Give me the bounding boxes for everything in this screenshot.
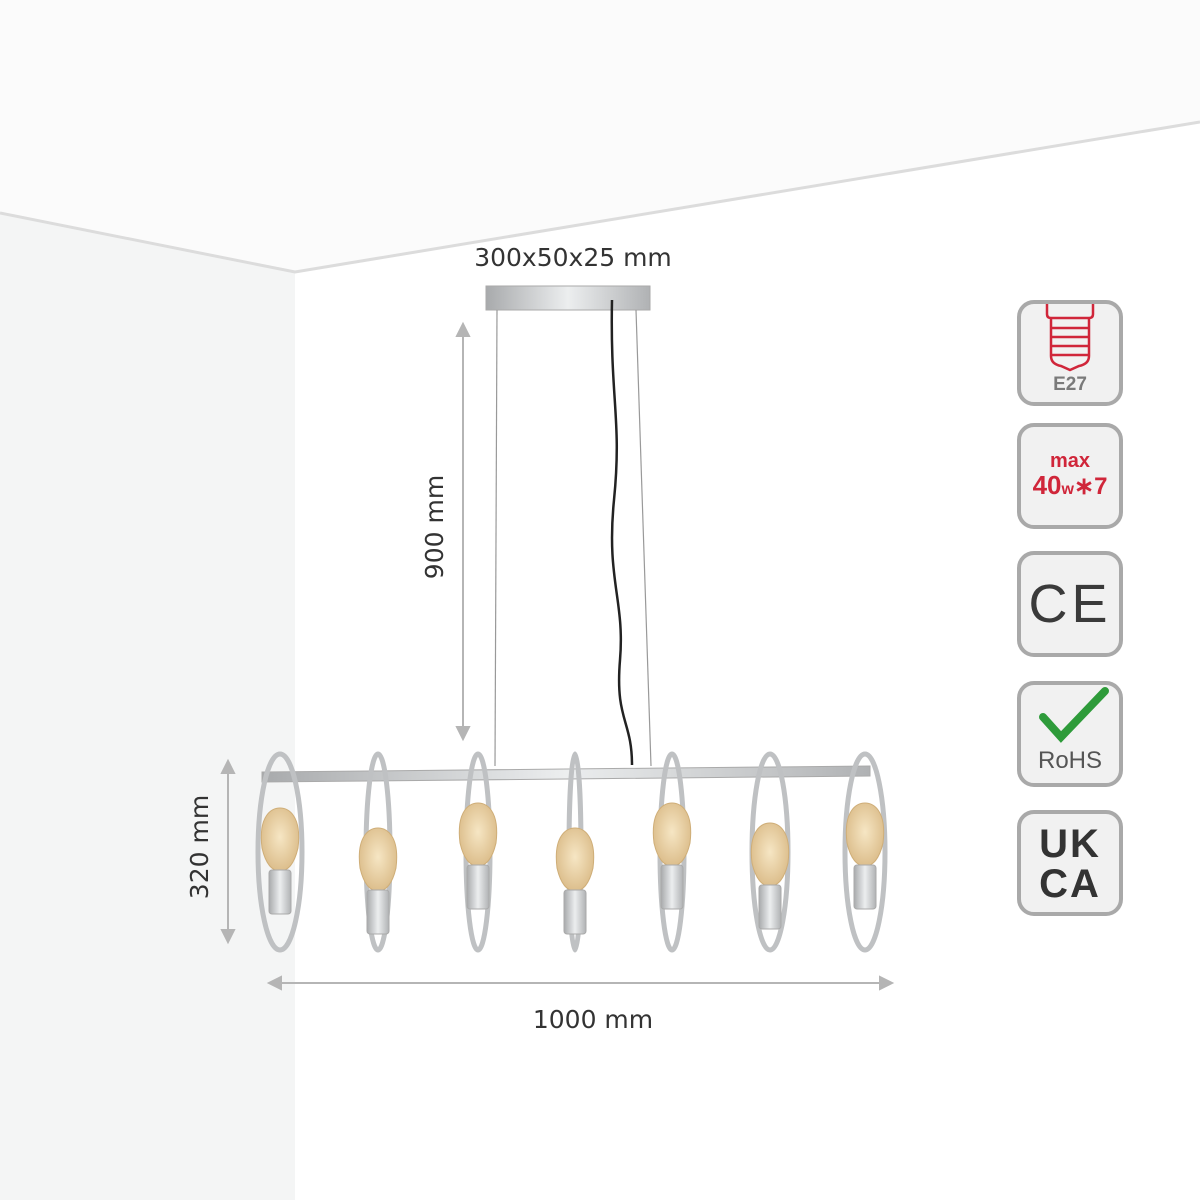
lamp-holder [563, 889, 587, 935]
pendant-lamp [652, 751, 692, 953]
canopy-dimension-label: 300x50x25 mm [474, 243, 672, 272]
lamp-holder [758, 884, 782, 930]
wattage-max: max [1049, 450, 1091, 472]
arrowhead [220, 929, 236, 945]
bulb [555, 827, 595, 893]
lamp-holder [660, 864, 684, 910]
wattage-number: 40 [1032, 470, 1062, 500]
pendant-lamp [749, 751, 791, 953]
arrowhead [455, 726, 471, 742]
ukca-badge: UK CA [1017, 810, 1123, 916]
ukca-line2: CA [1039, 862, 1101, 906]
pendant-lamp [255, 751, 305, 953]
bulb [358, 827, 398, 893]
canopy [485, 285, 651, 311]
wattage-unit: w [1061, 481, 1074, 498]
power-cable [610, 299, 634, 766]
ce-badge: CE [1017, 551, 1123, 657]
suspension-wire-left [494, 309, 498, 767]
bulb [750, 822, 790, 888]
bulb [458, 802, 498, 868]
ce-mark: CE [1028, 574, 1112, 634]
rohs-badge: RoHS [1017, 681, 1123, 787]
bulb [845, 802, 885, 868]
arrowhead [879, 975, 895, 991]
drop-dimension-label: 900 mm [420, 475, 449, 579]
lamp-holder [268, 869, 292, 915]
wattage-badge: max 40w∗7 [1017, 423, 1123, 529]
socket-label: E27 [1053, 374, 1087, 395]
arrowhead [266, 975, 282, 991]
arrowhead [455, 321, 471, 337]
bulb-multiplier: ∗7 [1073, 473, 1108, 500]
checkmark-icon [1039, 687, 1109, 743]
ring [842, 751, 888, 953]
arrowhead [220, 758, 236, 774]
bulb-base-icon [1045, 304, 1095, 372]
suspension-wire-right [635, 309, 652, 767]
pendant-lamp [358, 751, 398, 953]
e27-socket-badge: E27 [1017, 300, 1123, 406]
pendant-lamp [555, 751, 595, 953]
bulb [260, 807, 300, 873]
lamp-holder [366, 889, 390, 935]
rohs-label: RoHS [1037, 747, 1103, 774]
lamp-holder [853, 864, 877, 910]
lamp-holder [466, 864, 490, 910]
bulb [652, 802, 692, 868]
ring [255, 751, 305, 953]
height-dimension-label: 320 mm [185, 795, 214, 899]
pendant-lamp [458, 751, 498, 953]
ceiling-edge [0, 120, 1200, 274]
left-wall [0, 213, 295, 1200]
ceiling [0, 0, 1200, 272]
width-dimension-label: 1000 mm [533, 1005, 653, 1034]
wattage-value: 40w∗7 [1021, 470, 1119, 501]
ukca-line1: UK [1039, 822, 1101, 866]
pendant-lamp [842, 751, 888, 953]
